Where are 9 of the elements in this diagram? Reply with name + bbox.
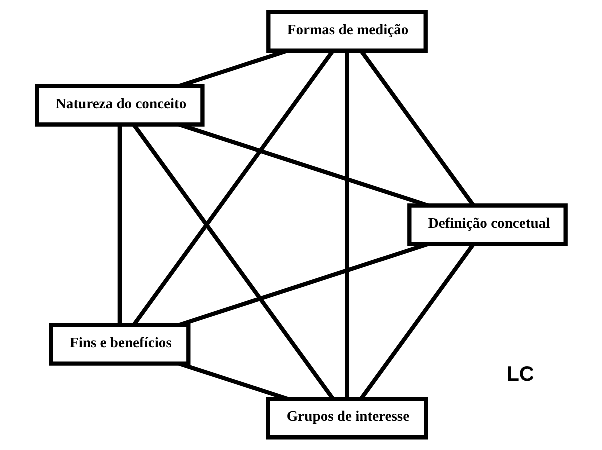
node-box: Grupos de interesse [266,397,428,440]
node-box: Definição concetual [407,204,568,246]
node-box: Fins e benefícios [48,323,190,366]
node-box: Natureza do conceito [34,84,204,127]
connector [344,51,349,399]
connector [359,243,475,400]
connector [117,125,122,326]
label: LC [506,363,534,386]
node-box: Formas de medição [266,10,428,53]
